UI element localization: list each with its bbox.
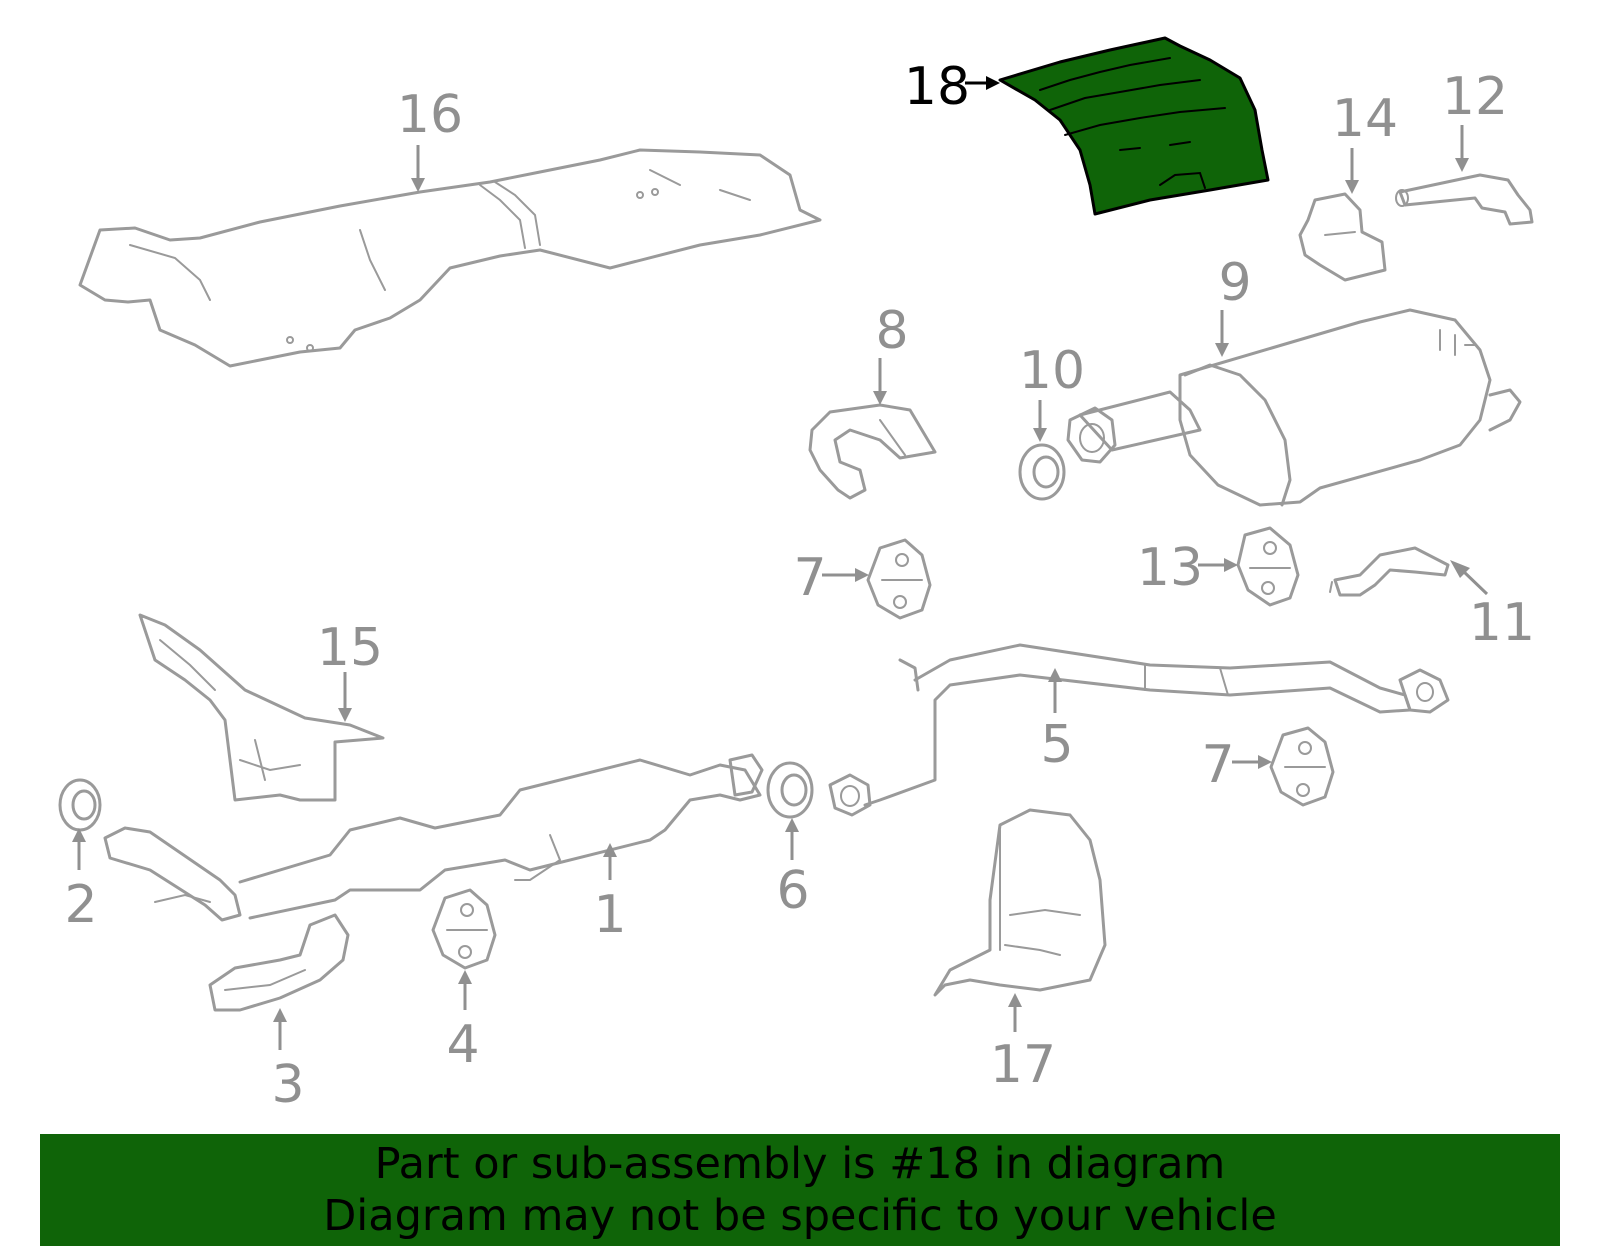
callout-11[interactable]: 11 <box>1469 593 1535 653</box>
info-banner: Part or sub-assembly is #18 in diagram D… <box>40 1134 1560 1246</box>
part-3-heat-insulator[interactable] <box>208 913 350 1012</box>
part-16-heat-insulator[interactable] <box>78 148 822 368</box>
part-7-insulator-upper[interactable] <box>866 538 932 620</box>
callout-5[interactable]: 5 <box>1040 715 1073 775</box>
part-1-front-pipe[interactable] <box>103 753 764 922</box>
part-13-insulator[interactable] <box>1236 526 1300 607</box>
banner-line-part-number: Part or sub-assembly is #18 in diagram <box>374 1139 1226 1189</box>
part-5-center-pipe[interactable] <box>828 643 1450 817</box>
callout-10[interactable]: 10 <box>1019 341 1085 401</box>
part-7-insulator-lower[interactable] <box>1269 726 1335 807</box>
part-10-gasket[interactable] <box>1018 443 1066 501</box>
callout-arrows <box>72 76 1489 1050</box>
callout-18[interactable]: 18 <box>904 57 970 117</box>
banner-line-disclaimer: Diagram may not be specific to your vehi… <box>323 1191 1277 1241</box>
callout-13[interactable]: 13 <box>1137 538 1203 598</box>
callout-9[interactable]: 9 <box>1218 253 1251 313</box>
callout-16[interactable]: 16 <box>397 85 463 145</box>
part-8-tail-pipe[interactable] <box>808 403 937 500</box>
callout-8[interactable]: 8 <box>875 301 908 361</box>
callout-4[interactable]: 4 <box>446 1015 479 1075</box>
part-6-gasket[interactable] <box>766 761 814 819</box>
part-2-gasket[interactable] <box>58 778 102 832</box>
callout-14[interactable]: 14 <box>1332 89 1398 149</box>
callout-12[interactable]: 12 <box>1442 67 1508 127</box>
part-14-bracket[interactable] <box>1298 192 1387 282</box>
part-12-hanger[interactable] <box>1395 173 1534 226</box>
part-11-bracket[interactable] <box>1329 546 1450 597</box>
callout-1[interactable]: 1 <box>593 885 626 945</box>
callout-17[interactable]: 17 <box>990 1035 1056 1095</box>
callout-6[interactable]: 6 <box>776 861 809 921</box>
part-9-muffler[interactable] <box>1066 308 1522 507</box>
part-18-heat-insulator[interactable] <box>998 36 1270 216</box>
callout-7-lower[interactable]: 7 <box>1201 735 1234 795</box>
part-4-insulator[interactable] <box>431 888 497 970</box>
callout-labels: 16 18 14 12 9 8 10 7 13 11 15 5 7 2 1 6 … <box>64 57 1535 1115</box>
callout-2[interactable]: 2 <box>64 875 97 935</box>
part-17-heat-insulator[interactable] <box>933 808 1107 997</box>
callout-3[interactable]: 3 <box>271 1055 304 1115</box>
callout-15[interactable]: 15 <box>317 618 383 678</box>
callout-7-upper[interactable]: 7 <box>793 548 826 608</box>
part-15-heat-insulator[interactable] <box>138 613 385 802</box>
